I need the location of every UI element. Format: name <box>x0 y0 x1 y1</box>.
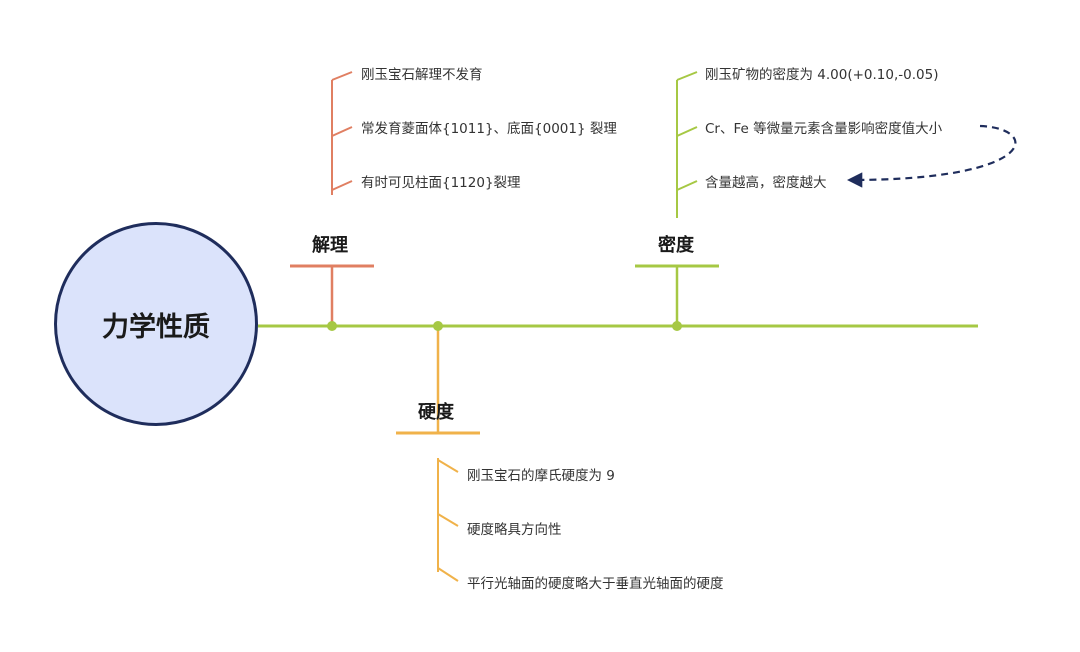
density-tick-3 <box>676 180 698 191</box>
density-tick-2 <box>676 126 698 137</box>
density-tick-1 <box>676 71 698 81</box>
density-title: 密度 <box>658 235 694 256</box>
hardness-item-3: 平行光轴面的硬度略大于垂直光轴面的硬度 <box>467 576 724 592</box>
hardness-tick-2 <box>437 513 459 527</box>
hardness-item-2: 硬度略具方向性 <box>467 522 562 538</box>
density-node <box>672 321 682 331</box>
hardness-node <box>433 321 443 331</box>
density-item-1: 刚玉矿物的密度为 4.00(+0.10,-0.05) <box>705 67 939 83</box>
cleavage-node <box>327 321 337 331</box>
density-item-3: 含量越高，密度越大 <box>705 175 827 191</box>
cleavage-item-2: 常发育菱面体{1011}、底面{0001} 裂理 <box>361 121 617 137</box>
root-circle: 力学性质 <box>54 222 258 426</box>
cleavage-item-3: 有时可见柱面{1120}裂理 <box>361 175 521 191</box>
hardness-title: 硬度 <box>418 402 454 423</box>
hardness-tick-3 <box>437 567 459 582</box>
cleavage-tick-1 <box>331 71 353 81</box>
hardness-item-1: 刚玉宝石的摩氏硬度为 9 <box>467 468 615 484</box>
cleavage-item-1: 刚玉宝石解理不发育 <box>361 67 483 83</box>
root-label: 力学性质 <box>102 311 210 343</box>
cleavage-tick-3 <box>331 180 353 191</box>
density-item-2: Cr、Fe 等微量元素含量影响密度值大小 <box>705 121 943 137</box>
cleavage-tick-2 <box>331 126 353 137</box>
hardness-tick-1 <box>437 459 459 473</box>
cleavage-title: 解理 <box>312 235 348 256</box>
